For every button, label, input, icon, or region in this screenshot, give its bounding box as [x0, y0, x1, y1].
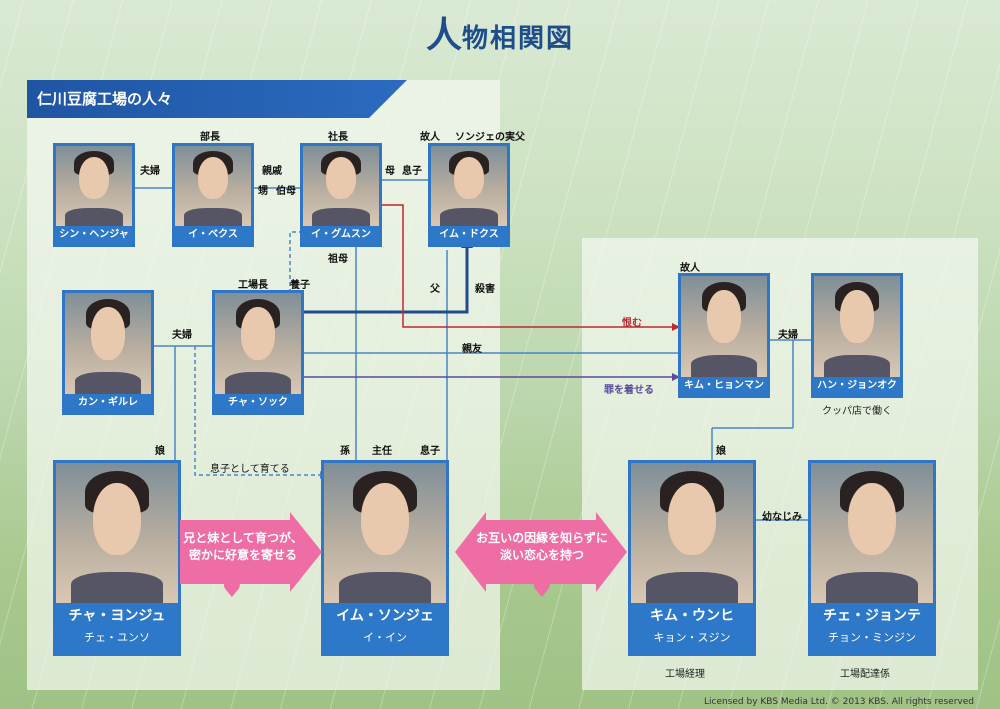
heart-icon-right: ♥ — [532, 578, 552, 603]
actor-yonju: チェ・ユンソ — [84, 631, 150, 644]
role-gum: 社長 — [328, 132, 348, 143]
caption-yonju: チャ・ヨンジュ チェ・ユンソ — [56, 603, 178, 653]
name-baek: イ・ベクス — [175, 226, 251, 244]
heart-icon-left: ♥ — [222, 578, 242, 603]
note-jonte: 工場配達係 — [840, 669, 890, 680]
rel-haha: 母 — [385, 166, 395, 177]
portrait-jonte[interactable]: チェ・ジョンテ チョン・ミンジン — [808, 460, 936, 656]
arrow-left-text: 兄と妹として育つが、 密かに好意を寄せる — [182, 530, 304, 564]
rel-tsumi: 罪を着せる — [604, 385, 654, 396]
photo-soku — [215, 293, 301, 394]
line-raise-dashed — [194, 346, 320, 476]
caption-unhi: キム・ウンヒ キョン・スジン — [631, 603, 753, 653]
photo-han — [814, 276, 900, 377]
rel-osananajimi: 幼なじみ — [762, 512, 802, 523]
rel-musuko1: 息子 — [402, 166, 422, 177]
title-first-char: 人 — [425, 15, 462, 56]
photo-unhi — [631, 463, 753, 603]
portrait-yonju[interactable]: チャ・ヨンジュ チェ・ユンソ — [53, 460, 181, 656]
name-hyon: キム・ヒョンマン — [681, 377, 767, 395]
name-jonte: チェ・ジョンテ — [823, 608, 921, 624]
rel-satsugai: 殺害 — [475, 284, 495, 295]
rel-fufu1: 夫婦 — [140, 166, 160, 177]
photo-gum — [303, 146, 379, 226]
blame-arrowhead — [672, 373, 680, 381]
arrow-left-line2: 密かに好意を寄せる — [188, 548, 297, 562]
actor-sonje: イ・イン — [363, 631, 407, 644]
name-han: ハン・ジョンオク — [814, 377, 900, 395]
name-yonju: チャ・ヨンジュ — [68, 608, 166, 624]
role-baek: 部長 — [200, 132, 220, 143]
rel-chichi: 父 — [430, 284, 440, 295]
photo-kang — [65, 293, 151, 394]
portrait-kang[interactable]: カン・ギルレ — [62, 290, 154, 415]
photo-hyon — [681, 276, 767, 377]
rel-oi: 甥 — [258, 186, 268, 197]
name-shin: シン・ヘンジャ — [56, 226, 132, 244]
name-unhi: キム・ウンヒ — [650, 608, 734, 624]
photo-baek — [175, 146, 251, 226]
rel-musume2: 娘 — [716, 446, 726, 457]
arrow-left-shape — [180, 512, 322, 592]
rel-shinseki: 親戚 — [262, 166, 282, 177]
name-gum: イ・グムスン — [303, 226, 379, 244]
photo-doks — [431, 146, 507, 226]
portrait-hyon[interactable]: キム・ヒョンマン — [678, 273, 770, 398]
rel-oba: 伯母 — [276, 186, 296, 197]
rel-sodate: 息子として育てる — [210, 464, 290, 475]
rel-sobo: 祖母 — [328, 254, 348, 265]
photo-sonje — [324, 463, 446, 603]
arrow-right-line2: 淡い恋心を持つ — [499, 548, 584, 562]
portrait-gum[interactable]: イ・グムスン — [300, 143, 382, 247]
name-sonje: イム・ソンジェ — [336, 608, 434, 624]
role-soku: 工場長 — [238, 280, 268, 291]
title-rest: 物相関図 — [462, 24, 575, 54]
portrait-han[interactable]: ハン・ジョンオク — [811, 273, 903, 398]
role-doks: 故人 — [420, 132, 440, 143]
name-kang: カン・ギルレ — [65, 394, 151, 412]
actor-jonte: チョン・ミンジン — [828, 631, 916, 644]
rel-musume1: 娘 — [155, 446, 165, 457]
actor-unhi: キョン・スジン — [653, 631, 731, 644]
portrait-soku[interactable]: チャ・ソック — [212, 290, 304, 415]
section-band: 仁川豆腐工場の人々 — [27, 80, 407, 118]
rel-shinyu: 親友 — [462, 344, 482, 355]
arrow-right-line1: お互いの因縁を知らずに — [476, 531, 608, 545]
note-han: クッパ店で働く — [822, 406, 892, 417]
copyright: Licensed by KBS Media Ltd. © 2013 KBS. A… — [704, 697, 974, 707]
rel-fufu2: 夫婦 — [172, 330, 192, 341]
photo-jonte — [811, 463, 933, 603]
rel-shunin: 主任 — [372, 446, 392, 457]
line-grudge — [380, 204, 672, 328]
photo-shin — [56, 146, 132, 226]
photo-yonju — [56, 463, 178, 603]
portrait-unhi[interactable]: キム・ウンヒ キョン・スジン — [628, 460, 756, 656]
portrait-sonje[interactable]: イム・ソンジェ イ・イン — [321, 460, 449, 656]
rel-urami: 恨む — [622, 318, 642, 329]
name-soku: チャ・ソック — [215, 394, 301, 412]
arrow-left-line1: 兄と妹として育つが、 — [183, 531, 303, 545]
rel-musuko2: 息子 — [420, 446, 440, 457]
role-hyon: 故人 — [680, 263, 700, 274]
page-title: 人物相関図 — [0, 6, 1000, 58]
rel-youshi: 養子 — [290, 280, 310, 291]
note-unhi: 工場経理 — [665, 669, 705, 680]
line-adopt-dashed — [289, 231, 310, 292]
portrait-doks[interactable]: イム・ドクス — [428, 143, 510, 247]
note-doks: ソンジェの実父 — [455, 132, 525, 143]
portrait-shin[interactable]: シン・ヘンジャ — [53, 143, 135, 247]
arrow-right-shape — [455, 512, 627, 592]
portrait-baek[interactable]: イ・ベクス — [172, 143, 254, 247]
arrow-right-text: お互いの因縁を知らずに 淡い恋心を持つ — [470, 530, 614, 564]
line-murder — [302, 246, 469, 314]
name-doks: イム・ドクス — [431, 226, 507, 244]
caption-sonje: イム・ソンジェ イ・イン — [324, 603, 446, 653]
rel-mago: 孫 — [340, 446, 350, 457]
rel-fufu3: 夫婦 — [778, 330, 798, 341]
grudge-arrowhead — [672, 323, 680, 331]
caption-jonte: チェ・ジョンテ チョン・ミンジン — [811, 603, 933, 653]
